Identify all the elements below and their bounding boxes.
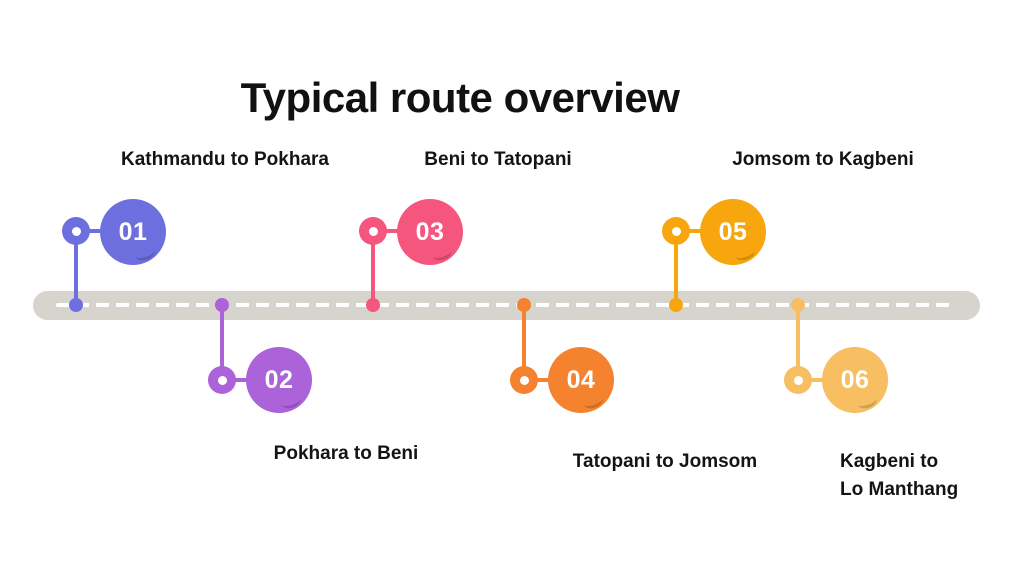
route-label: Tatopani to Jomsom <box>572 451 758 472</box>
marker-connector <box>810 378 826 382</box>
pin-dot <box>519 375 529 385</box>
marker-pin <box>359 217 387 245</box>
marker-pin <box>208 366 236 394</box>
route-label-line2: Lo Manthang <box>840 479 959 500</box>
route-label: Pokhara to Beni <box>273 443 419 464</box>
marker-number: 04 <box>566 365 596 394</box>
pin-dot <box>71 226 81 236</box>
marker-connector <box>536 378 552 382</box>
marker-connector <box>234 378 250 382</box>
marker-number: 06 <box>840 365 870 394</box>
marker-pin <box>784 366 812 394</box>
route-label: Jomsom to Kagbeni <box>732 149 914 170</box>
road-dashes <box>56 303 952 307</box>
marker-number-circle: 01 <box>100 199 166 265</box>
marker-number-circle: 03 <box>397 199 463 265</box>
marker-number-circle: 06 <box>822 347 888 413</box>
route-label: Kagbeni to Lo Manthang <box>840 448 958 504</box>
marker-number-circle: 05 <box>700 199 766 265</box>
pin-dot <box>368 226 378 236</box>
marker-connector <box>88 229 104 233</box>
marker-number: 03 <box>415 217 445 246</box>
marker-connector <box>385 229 401 233</box>
route-label: Kathmandu to Pokhara <box>121 149 329 170</box>
marker-connector <box>688 229 704 233</box>
marker-number: 02 <box>264 365 294 394</box>
marker-number: 05 <box>718 217 748 246</box>
marker-number-circle: 02 <box>246 347 312 413</box>
page-title: Typical route overview <box>240 74 680 122</box>
marker-number: 01 <box>118 217 148 246</box>
pin-dot <box>217 375 227 385</box>
marker-number-circle: 04 <box>548 347 614 413</box>
pin-dot <box>793 375 803 385</box>
route-label: Beni to Tatopani <box>424 149 572 170</box>
marker-pin <box>62 217 90 245</box>
marker-pin <box>662 217 690 245</box>
marker-pin <box>510 366 538 394</box>
pin-dot <box>671 226 681 236</box>
route-label-line1: Kagbeni to <box>840 451 939 472</box>
